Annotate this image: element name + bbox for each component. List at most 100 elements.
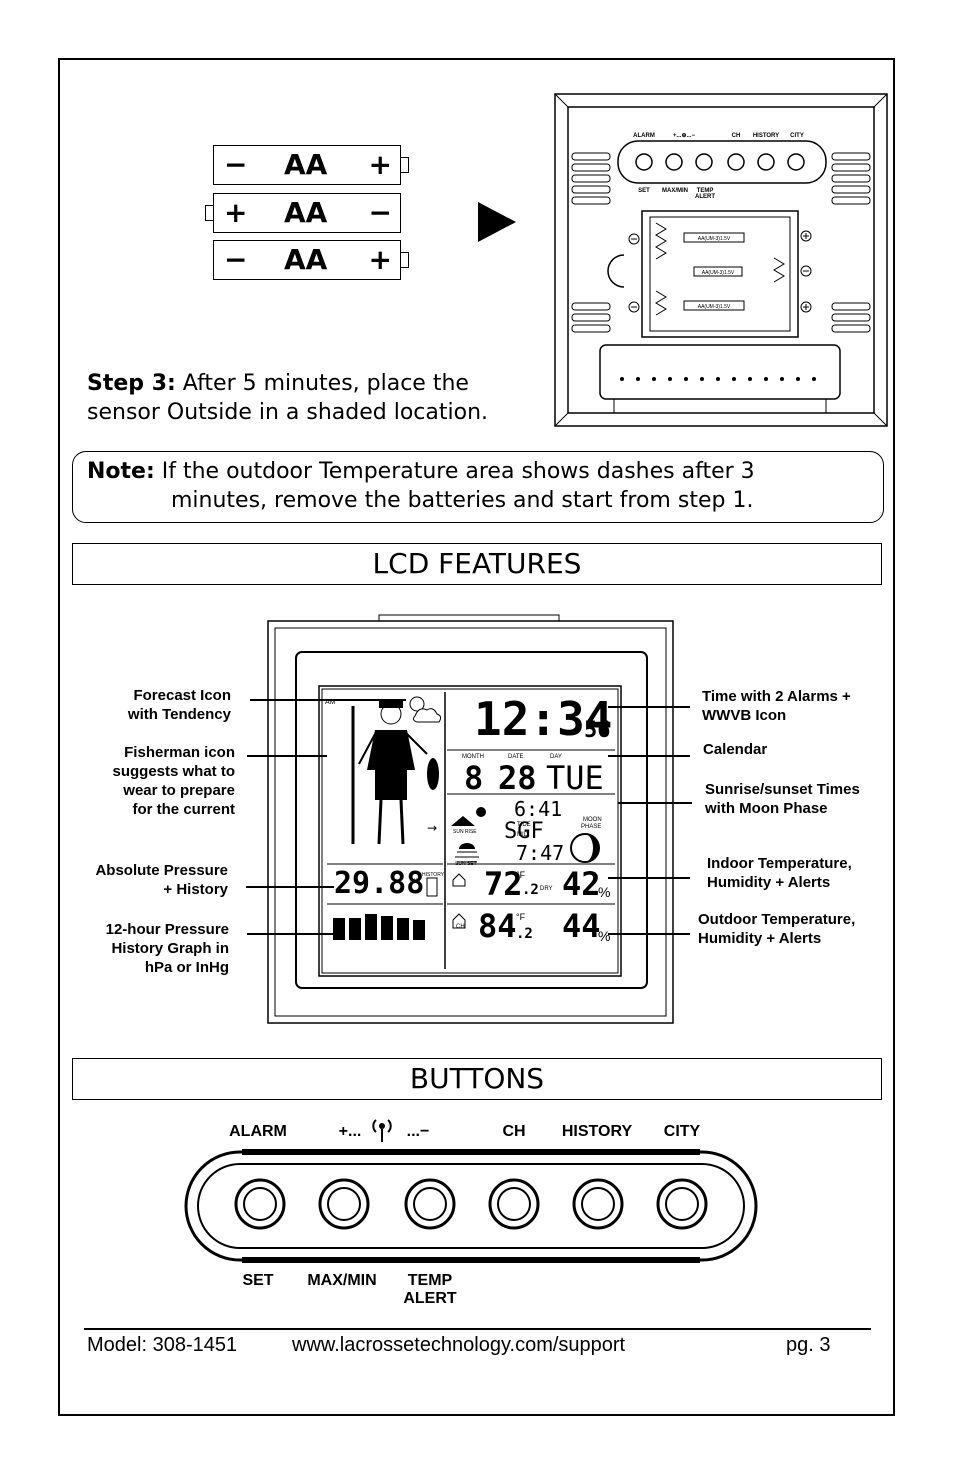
btn-label-ch: CH [502, 1123, 526, 1140]
label-outdoor-l1: Outdoor Temperature, [698, 911, 856, 928]
lcd-seconds: 56 [584, 718, 611, 743]
label-sunrise-sunset: Sunrise/sunset Times with Moon Phase [705, 780, 860, 818]
svg-text:MID: MID [517, 832, 529, 838]
battery-1-label: AA [284, 148, 328, 181]
leader-time [608, 706, 690, 708]
label-pressure-history: 12-hour Pressure History Graph in hPa or… [106, 920, 229, 977]
label-outdoor-l2: Humidity + Alerts [698, 930, 822, 947]
buttons-heading: BUTTONS [72, 1058, 882, 1100]
svg-text:SUN SET: SUN SET [455, 861, 477, 867]
btn-label-minus: ...− [406, 1123, 430, 1140]
btn-label-set: SET [242, 1272, 274, 1289]
step-3-line2: sensor Outside in a shaded location. [87, 400, 489, 425]
history-button[interactable] [570, 1176, 626, 1232]
label-calendar-l1: Calendar [703, 741, 768, 758]
leader-fisherman [247, 755, 327, 757]
note-heading: Note: [87, 459, 155, 484]
battery-2-left: + [224, 196, 248, 229]
lcd-day: TUE [546, 759, 604, 797]
btn-label-maxmin: MAX/MIN [307, 1272, 377, 1289]
svg-text:ALARM: ALARM [633, 133, 655, 139]
lcd-history-label: HISTORY [422, 872, 445, 878]
leader-history [247, 933, 333, 935]
label-sunrise-l1: Sunrise/sunset Times [705, 781, 860, 798]
step-3-heading: Step 3: [87, 371, 176, 396]
alarm-set-button[interactable] [232, 1176, 288, 1232]
wwvb-icon [372, 1119, 392, 1142]
arrow-right-icon [478, 202, 516, 242]
leader-outdoor [608, 933, 690, 935]
svg-text:+...⊕...−: +...⊕...− [673, 133, 696, 139]
svg-text:MAX/MIN: MAX/MIN [662, 188, 688, 194]
lcd-outdoor-deg: °F [516, 912, 526, 922]
btn-label-temp: TEMP [407, 1272, 453, 1289]
lcd-indoor-pct: % [598, 884, 611, 900]
label-outdoor: Outdoor Temperature, Humidity + Alerts [698, 910, 855, 948]
lcd-month: 8 [464, 759, 484, 797]
battery-1-terminal [401, 157, 409, 173]
plus-maxmin-button[interactable] [316, 1176, 372, 1232]
footer-model: Model: 308-1451 [87, 1334, 238, 1356]
note-text: Note: If the outdoor Temperature area sh… [87, 457, 755, 515]
lcd-date-label: DATE [508, 754, 524, 760]
btn-label-alert: ALERT [403, 1290, 457, 1307]
ch-button[interactable] [486, 1176, 542, 1232]
svg-text:SUN RISE: SUN RISE [453, 829, 477, 835]
label-forecast-l1: Forecast Icon [133, 687, 231, 704]
label-absolute-pressure: Absolute Pressure + History [95, 861, 228, 899]
btn-label-alarm: ALARM [229, 1123, 287, 1140]
label-forecast-l2: with Tendency [127, 706, 231, 723]
back-unit-illustration: ALARM +...⊕...− CH HISTORY CITY SET MAX/… [554, 93, 888, 427]
leader-indoor [608, 877, 690, 879]
note-box [72, 451, 884, 523]
lcd-indoor-temp-dec: .2 [522, 882, 539, 898]
svg-text:AM: AM [325, 699, 336, 706]
step-3-text: Step 3: After 5 minutes, place the senso… [87, 369, 488, 427]
svg-text:AA(UM-3)1.5V: AA(UM-3)1.5V [702, 270, 735, 276]
battery-3: − AA + [213, 240, 409, 280]
label-sunrise-l2: with Moon Phase [705, 800, 828, 817]
lcd-unit-illustration: → AM TIDE MID MOON PHASE SUN RISE SUN SE… [267, 614, 674, 1024]
label-calendar: Calendar [703, 740, 767, 759]
battery-1-left: − [224, 148, 248, 181]
lcd-dry: DRY [540, 886, 553, 892]
svg-text:CH: CH [732, 133, 741, 139]
label-history-l1: 12-hour Pressure [105, 921, 229, 938]
lcd-sunrise: 6:41 [514, 797, 563, 821]
label-fisherman-l2: suggests what to [112, 763, 235, 780]
battery-1-right: + [368, 148, 392, 181]
footer-url[interactable]: www.lacrossetechnology.com/support [292, 1334, 626, 1356]
step-3-line1: After 5 minutes, place the [182, 371, 469, 396]
svg-text:ALERT: ALERT [695, 194, 715, 200]
svg-text:SET: SET [638, 188, 650, 194]
svg-text:PHASE: PHASE [581, 824, 601, 830]
battery-2-label: AA [284, 196, 328, 229]
label-fisherman-l4: for the current [132, 801, 235, 818]
label-indoor-l1: Indoor Temperature, [707, 855, 852, 872]
svg-text:MOON: MOON [583, 817, 602, 823]
footer-rule [84, 1328, 871, 1330]
leader-calendar [608, 755, 690, 757]
label-history-l2: History Graph in [111, 940, 229, 957]
label-indoor-l2: Humidity + Alerts [707, 874, 831, 891]
label-time-l1: Time with 2 Alarms + [702, 688, 851, 705]
lcd-outdoor-temp: 84 [478, 907, 517, 945]
label-pressure-l1: Absolute Pressure [95, 862, 228, 879]
lcd-features-heading: LCD FEATURES [72, 543, 882, 585]
lcd-indoor-hum: 42 [562, 865, 601, 903]
page-frame [58, 58, 895, 1416]
svg-text:AA(UM-3)1.5V: AA(UM-3)1.5V [698, 236, 731, 242]
label-history-l3: hPa or InHg [144, 959, 229, 976]
lcd-outdoor-pct: % [598, 928, 611, 944]
city-button[interactable] [654, 1176, 710, 1232]
footer-page: pg. 3 [786, 1334, 831, 1356]
label-fisherman-l3: wear to prepare [123, 782, 235, 799]
battery-1: − AA + [213, 145, 409, 185]
lcd-city: SGF [504, 819, 544, 844]
note-line2: minutes, remove the batteries and start … [171, 488, 754, 513]
lcd-ch: CH [456, 924, 465, 930]
minus-temp-alert-button[interactable] [402, 1176, 458, 1232]
label-time-alarms: Time with 2 Alarms + WWVB Icon [702, 687, 851, 725]
battery-3-right: + [368, 243, 392, 276]
lcd-indoor-deg: °F [516, 870, 526, 880]
